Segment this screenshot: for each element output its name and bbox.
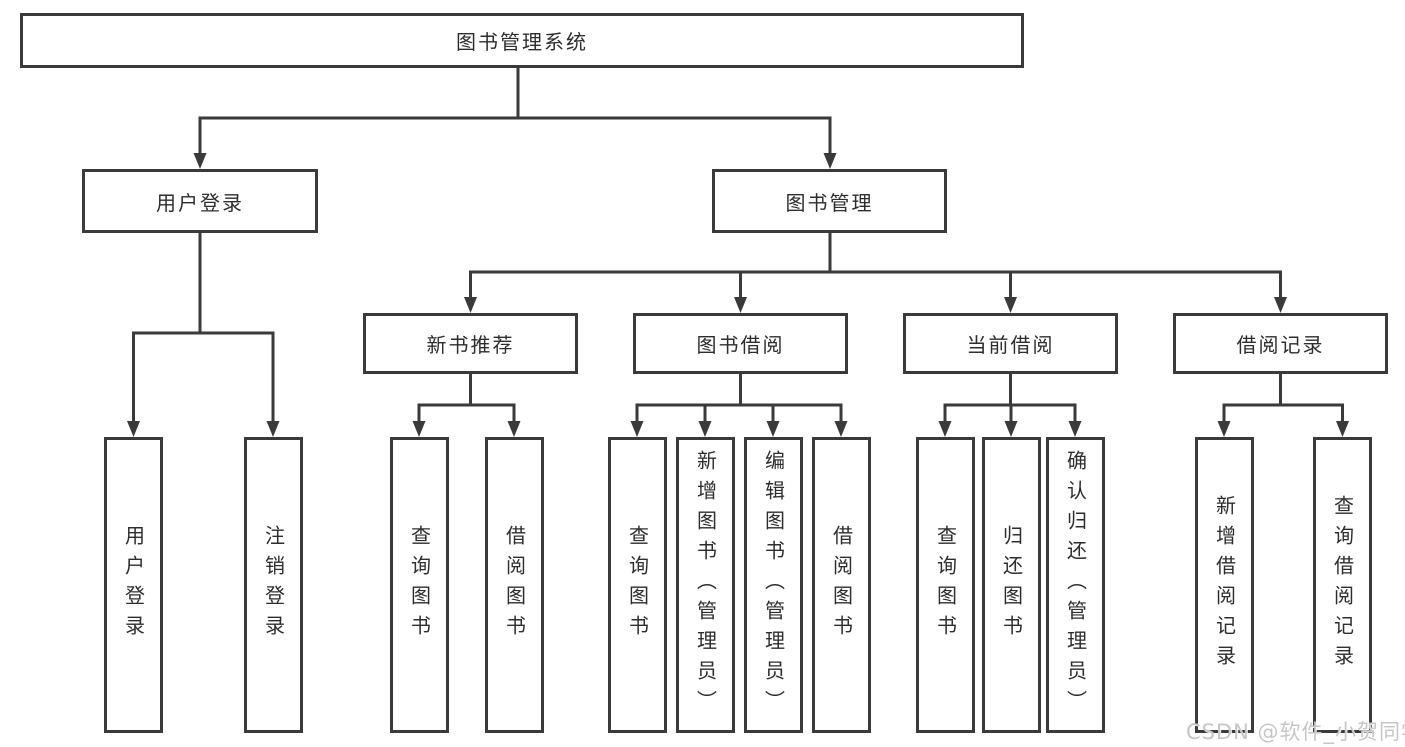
node-book-borrow: 图书借阅 [633, 313, 848, 374]
leaf-label: 借阅图书 [502, 525, 527, 645]
leaf-borrow-books-borrow: 借阅图书 [812, 437, 871, 733]
connector-newbook-to-leaves [417, 372, 516, 426]
leaf-label: 确认归还（管理员） [1063, 450, 1088, 720]
leaf-label: 查询图书 [407, 525, 432, 645]
arrowhead [127, 421, 140, 437]
leaf-label: 用户登录 [121, 525, 146, 645]
leaf-label: 编辑图书（管理员） [761, 450, 786, 720]
leaf-label: 注销登录 [261, 525, 286, 645]
leaf-add-borrow-record: 新增借阅记录 [1195, 437, 1254, 733]
arrowhead [823, 153, 837, 169]
arrowhead [507, 421, 521, 437]
leaf-label: 查询图书 [625, 525, 650, 645]
leaf-label: 新增图书（管理员） [693, 450, 718, 720]
arrowhead [938, 421, 952, 437]
leaf-edit-book-admin: 编辑图书（管理员） [744, 437, 803, 733]
leaf-user-login: 用户登录 [104, 437, 163, 733]
leaf-borrow-books-recommend: 借阅图书 [485, 437, 544, 733]
watermark: CSDN @软件_小贺同学 [1186, 720, 1405, 744]
arrowhead [834, 421, 848, 437]
leaf-query-books-borrow: 查询图书 [608, 437, 667, 733]
node-book-management: 图书管理 [712, 169, 947, 233]
node-new-book-recommend: 新书推荐 [363, 313, 578, 374]
leaf-query-books-current: 查询图书 [916, 437, 975, 733]
node-user-login: 用户登录 [82, 169, 318, 233]
connector-root-to-level2 [198, 66, 832, 158]
arrowhead [1004, 421, 1018, 437]
connector-bookmgmt-to-level3 [469, 231, 1282, 302]
arrowhead [412, 421, 426, 437]
arrowhead [266, 421, 280, 437]
leaf-label: 查询图书 [933, 525, 958, 645]
arrowhead [1274, 297, 1287, 313]
leaf-add-book-admin: 新增图书（管理员） [676, 437, 735, 733]
connector-userlogin-to-leaves [132, 231, 275, 426]
arrowhead [1336, 421, 1349, 437]
leaf-logout: 注销登录 [244, 437, 303, 733]
leaf-return-book: 归还图书 [982, 437, 1041, 733]
leaf-label: 查询借阅记录 [1330, 495, 1355, 675]
arrowhead [766, 421, 780, 437]
arrowhead [1004, 297, 1017, 313]
connector-borrowrecords-to-leaves [1222, 372, 1344, 426]
arrowhead [1068, 421, 1082, 437]
arrowhead [464, 297, 477, 313]
node-root: 图书管理系统 [20, 13, 1024, 68]
node-current-borrow: 当前借阅 [903, 313, 1118, 374]
leaf-query-borrow-record: 查询借阅记录 [1313, 437, 1372, 733]
connector-currentborrow-to-leaves [943, 372, 1077, 426]
arrowhead [1217, 421, 1231, 437]
leaf-label: 借阅图书 [829, 525, 854, 645]
node-borrow-records: 借阅记录 [1173, 313, 1388, 374]
leaf-label: 归还图书 [999, 525, 1024, 645]
arrowhead [630, 421, 644, 437]
leaf-query-books-recommend: 查询图书 [390, 437, 449, 733]
arrowhead [193, 153, 207, 169]
arrowhead [734, 297, 747, 313]
arrowhead [698, 421, 712, 437]
leaf-confirm-return-admin: 确认归还（管理员） [1046, 437, 1105, 733]
connector-bookborrow-to-leaves [635, 372, 843, 426]
leaf-label: 新增借阅记录 [1212, 495, 1237, 675]
